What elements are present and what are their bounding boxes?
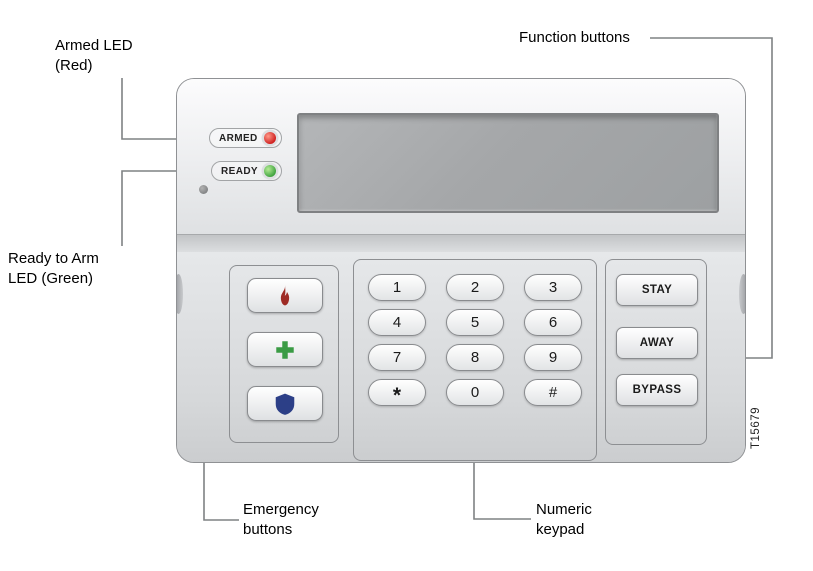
callout-armed-led: Armed LED (Red) [55, 37, 133, 75]
key-star: * [368, 379, 426, 407]
function-buttons-group: STAY AWAY BYPASS [605, 259, 707, 445]
key-0: 0 [446, 379, 504, 406]
armed-led-group: ARMED [209, 128, 282, 148]
emergency-buttons-group [229, 265, 339, 443]
armed-led-label: ARMED [219, 132, 258, 144]
ready-led-indicator [264, 165, 277, 177]
stay-key: STAY [616, 274, 698, 306]
keypad-device: ARMED READY [176, 78, 746, 463]
callout-emergency-buttons: Emergency buttons [243, 501, 319, 539]
key-3: 3 [524, 274, 582, 301]
medical-emergency-key [247, 332, 323, 367]
lcd-display [297, 113, 719, 213]
flame-icon [280, 284, 290, 305]
away-key: AWAY [616, 327, 698, 359]
callout-line-numeric-keypad [473, 461, 531, 520]
medical-cross-icon [276, 340, 294, 359]
key-1: 1 [368, 274, 426, 301]
key-7: 7 [368, 344, 426, 371]
numeric-keypad-group: 1 2 3 4 5 6 7 8 9 * 0 # [353, 259, 597, 461]
device-seam [177, 234, 745, 253]
key-8: 8 [446, 344, 504, 371]
bypass-key: BYPASS [616, 374, 698, 406]
key-star-glyph: * [392, 383, 402, 407]
key-2: 2 [446, 274, 504, 301]
key-9: 9 [524, 344, 582, 371]
armed-led-indicator [263, 132, 276, 144]
key-6: 6 [524, 309, 582, 336]
ready-led-group: READY [211, 161, 283, 181]
fire-emergency-key [247, 278, 323, 313]
police-shield-icon [275, 393, 295, 415]
key-4: 4 [368, 309, 426, 336]
key-5: 5 [446, 309, 504, 336]
right-side-notch [739, 274, 745, 314]
speaker-hole [199, 185, 208, 194]
figure-code: T15679 [750, 406, 762, 449]
left-side-notch [177, 274, 183, 314]
callout-numeric-keypad: Numeric keypad [536, 501, 592, 539]
key-hash: # [524, 379, 582, 406]
callout-ready-led: Ready to Arm LED (Green) [8, 250, 99, 288]
police-emergency-key [247, 386, 323, 421]
ready-led-label: READY [221, 165, 259, 177]
callout-function-buttons: Function buttons [519, 29, 630, 46]
